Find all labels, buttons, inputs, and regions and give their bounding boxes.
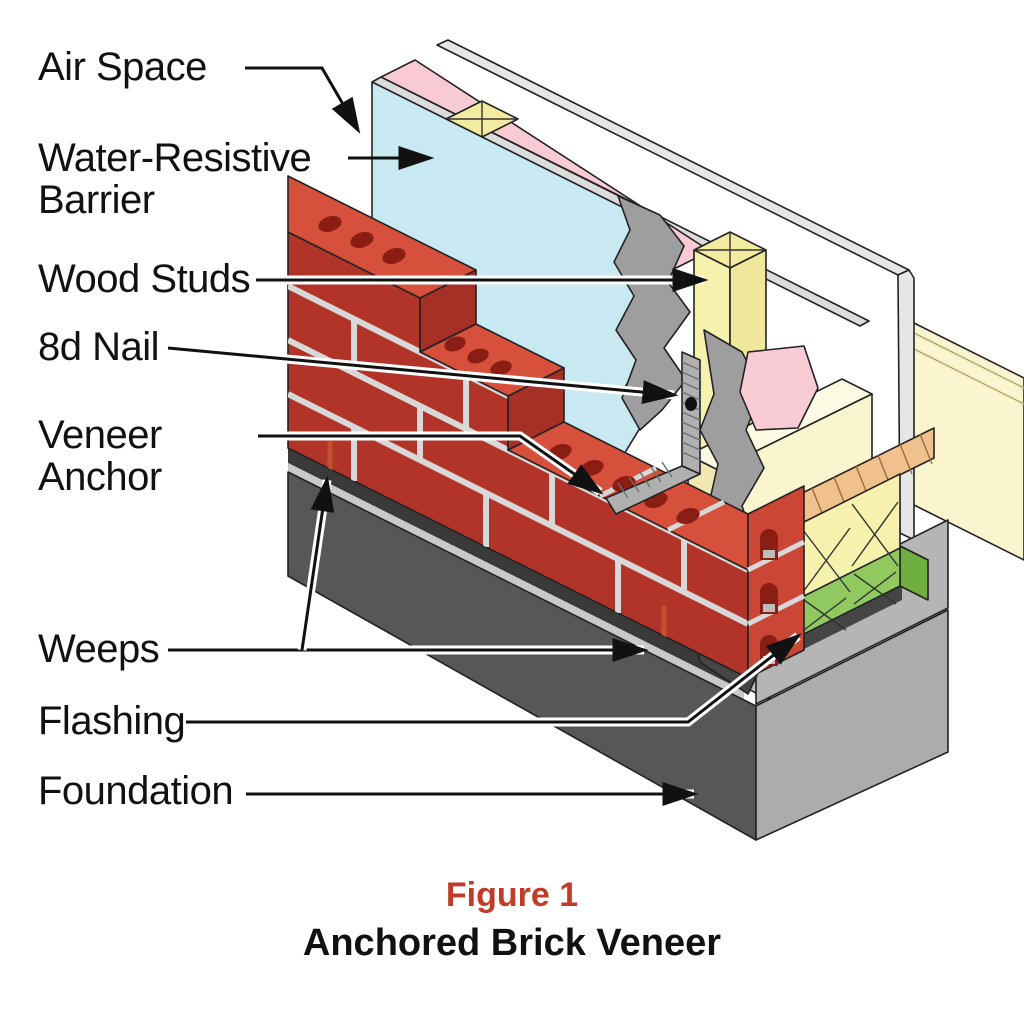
insulation-exposed [739, 345, 819, 431]
8d-nail-head [685, 397, 697, 411]
leader-flashing [186, 633, 802, 724]
leader-weeps-branch [300, 475, 335, 651]
veneer-anchor-tie [605, 351, 701, 515]
flashing-strip [288, 448, 744, 691]
leader-air-space [245, 66, 361, 134]
label-veneer-anchor: Veneer Anchor [38, 413, 162, 499]
label-foundation: Foundation [38, 769, 234, 813]
gypsum-board-edge [436, 39, 915, 541]
label-flashing: Flashing [38, 699, 186, 743]
label-wood-studs: Wood Studs [38, 257, 251, 301]
label-air-space: Air Space [38, 45, 207, 89]
leader-8d-nail [167, 346, 679, 405]
foundation-right-face [755, 609, 949, 841]
figure-title: Anchored Brick Veneer [302, 922, 722, 964]
brick-veneer-wall [287, 175, 806, 679]
leader-lines [167, 66, 802, 806]
label-weeps: Weeps [38, 627, 160, 671]
leader-veneer-anchor [258, 434, 604, 495]
label-8d-nail: 8d Nail [38, 325, 160, 369]
figure-number: Figure 1 [445, 876, 579, 914]
label-water-resistive-barrier: Water-Resistive Barrier [38, 136, 312, 222]
